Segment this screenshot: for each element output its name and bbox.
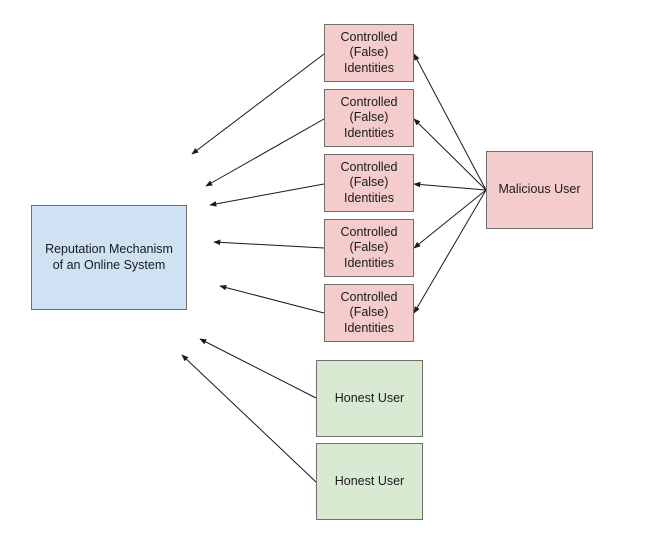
controlled-identity-node-1: Controlled (False) Identities	[324, 24, 414, 82]
reputation-mechanism-label: Reputation Mechanism of an Online System	[45, 242, 173, 272]
edge-malicious-to-identity-3	[413, 181, 487, 191]
edge-identity-2-to-target	[205, 118, 325, 187]
honest-user-label: Honest User	[334, 473, 405, 488]
controlled-identity-label: Controlled (False) Identities	[340, 289, 398, 335]
controlled-identity-label: Controlled (False) Identities	[340, 29, 398, 75]
edge-malicious-to-identity-2	[413, 118, 487, 191]
edge-honest-2-to-target	[181, 354, 317, 483]
controlled-identity-node-5: Controlled (False) Identities	[324, 284, 414, 342]
edge-honest-1-to-target	[199, 338, 317, 399]
honest-user-node-2: Honest User	[316, 443, 423, 520]
controlled-identity-node-4: Controlled (False) Identities	[324, 219, 414, 277]
edge-malicious-to-identity-5	[413, 189, 487, 314]
controlled-identity-label: Controlled (False) Identities	[340, 224, 398, 270]
edge-malicious-to-identity-1	[413, 53, 487, 191]
malicious-user-node: Malicious User	[486, 151, 593, 229]
controlled-identity-label: Controlled (False) Identities	[340, 94, 398, 140]
reputation-mechanism-node: Reputation Mechanism of an Online System	[31, 205, 187, 310]
edge-malicious-to-identity-4	[413, 189, 487, 249]
controlled-identity-label: Controlled (False) Identities	[340, 159, 398, 205]
edge-identity-1-to-target	[191, 53, 325, 155]
controlled-identity-node-3: Controlled (False) Identities	[324, 154, 414, 212]
malicious-user-label: Malicious User	[498, 182, 581, 197]
honest-user-node-1: Honest User	[316, 360, 423, 437]
controlled-identity-node-2: Controlled (False) Identities	[324, 89, 414, 147]
honest-user-label: Honest User	[334, 390, 405, 405]
edge-identity-3-to-target	[209, 183, 325, 207]
edge-identity-5-to-target	[219, 284, 325, 314]
edge-identity-4-to-target	[213, 239, 325, 249]
